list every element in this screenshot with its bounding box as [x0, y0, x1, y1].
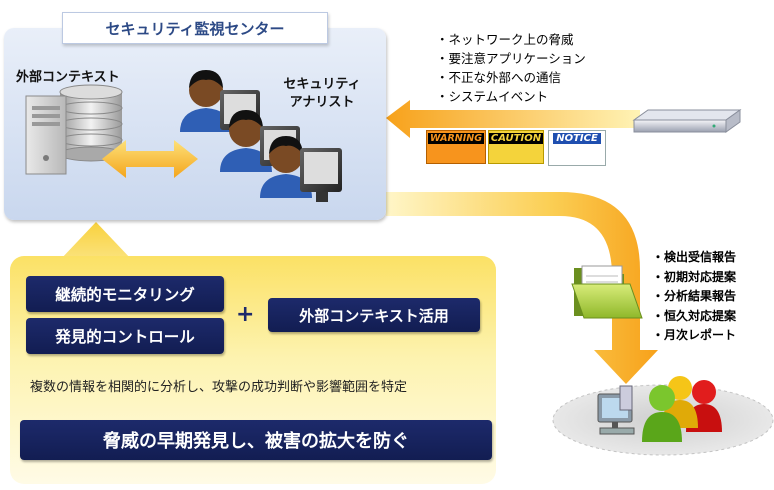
double-arrow-icon: [102, 140, 198, 178]
user-green-icon: [642, 385, 682, 442]
network-appliance-icon: [632, 109, 742, 133]
list-item: ・分析結果報告: [652, 289, 737, 303]
incoming-arrow: [386, 100, 640, 138]
plus-sign: +: [236, 302, 255, 327]
caution-sign: CAUTION: [488, 130, 544, 164]
deliverables-list: ・検出受信報告 ・初期対応提案 ・分析結果報告 ・恒久対応提案 ・月次レポート: [652, 248, 736, 346]
detective-control-label: 発見的コントロール: [26, 318, 224, 354]
list-item: ・初期対応提案: [652, 269, 737, 284]
external-context-utilization-label: 外部コンテキスト活用: [268, 298, 480, 332]
analyst-3: [260, 136, 342, 202]
soc-title: セキュリティ監視センター: [62, 12, 328, 44]
feedback-arrow: [60, 222, 132, 260]
list-item: ・システムイベント: [436, 89, 549, 104]
list-item: ・要注意アプリケーション: [436, 51, 586, 66]
external-context-label: 外部コンテキスト: [16, 70, 120, 85]
report-folder-icon: [571, 265, 643, 319]
continuous-monitoring-label: 継続的モニタリング: [26, 276, 224, 312]
analyst-label-line2: アナリスト: [289, 95, 355, 110]
list-item: ・恒久対応提案: [652, 308, 737, 323]
list-item: ・不正な外部への通信: [436, 70, 562, 85]
incoming-threat-list: ・ネットワーク上の脅威 ・要注意アプリケーション ・不正な外部への通信 ・システ…: [436, 30, 586, 106]
analyst-label: セキュリティ アナリスト: [262, 76, 382, 112]
tower-pc: [25, 95, 67, 175]
client-users-icon: [597, 376, 722, 442]
list-item: ・検出受信報告: [652, 250, 737, 264]
list-item: ・ネットワーク上の脅威: [436, 32, 574, 47]
analysis-description: 複数の情報を相関的に分析し、攻撃の成功判断や影響範囲を特定: [30, 380, 408, 395]
security-analysts-icon: [180, 70, 342, 202]
goal-statement: 脅威の早期発見し、被害の拡大を防ぐ: [20, 420, 492, 460]
outgoing-arrow: [386, 192, 658, 384]
notice-sign: NOTICE: [548, 130, 606, 166]
analyst-label-line1: セキュリティ: [283, 77, 361, 92]
list-item: ・月次レポート: [652, 328, 737, 342]
client-computer-icon: [597, 385, 635, 435]
warning-sign: WARNING: [426, 130, 486, 164]
